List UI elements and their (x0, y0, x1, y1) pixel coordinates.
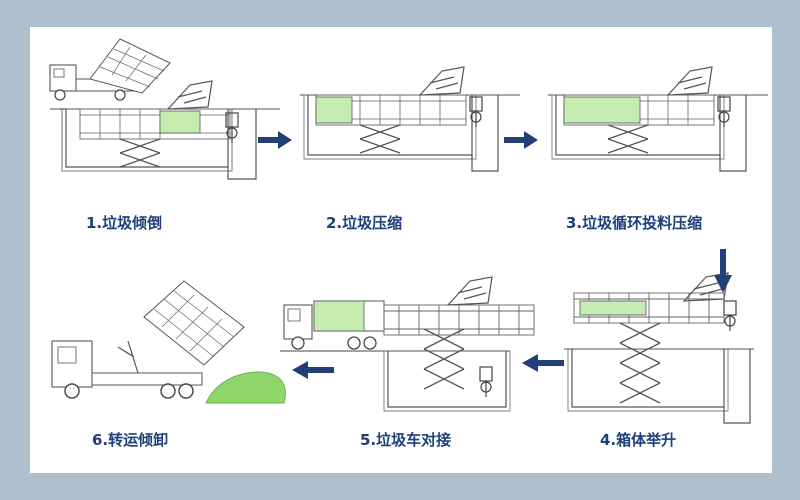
garbage-block (159, 110, 201, 134)
step6-illustration (51, 280, 286, 404)
receiving-truck (280, 300, 385, 352)
arrow-step2-to-step3 (504, 131, 538, 149)
garbage-block (579, 300, 647, 316)
tipping-truck (49, 38, 171, 101)
step5-illustration (280, 276, 535, 412)
step5-label: 5.垃圾车对接 (360, 431, 452, 449)
step3-illustration (548, 66, 768, 172)
step3-label: 3.垃圾循环投料压缩 (566, 214, 703, 232)
process-diagram (49, 38, 768, 424)
process-panel: 1.垃圾倾倒 2.垃圾压缩 3.垃圾循环投料压缩 4.箱体举升 5.垃圾车对接 … (30, 27, 772, 473)
step4-label: 4.箱体举升 (600, 431, 677, 449)
dump-truck (51, 280, 245, 399)
arrow-step5-to-step6 (292, 361, 334, 379)
garbage-block (315, 96, 353, 124)
step4-illustration (564, 272, 754, 424)
step2-illustration (300, 66, 520, 172)
garbage-block (563, 96, 641, 124)
arrow-step4-to-step5 (522, 354, 564, 372)
garbage-pile (205, 371, 286, 404)
step1-illustration (49, 38, 280, 180)
arrow-step1-to-step2 (258, 131, 292, 149)
step1-label: 1.垃圾倾倒 (86, 214, 163, 232)
step6-label: 6.转运倾卸 (92, 431, 169, 449)
arrow-step3-to-step4 (714, 249, 732, 293)
step2-label: 2.垃圾压缩 (326, 214, 403, 232)
